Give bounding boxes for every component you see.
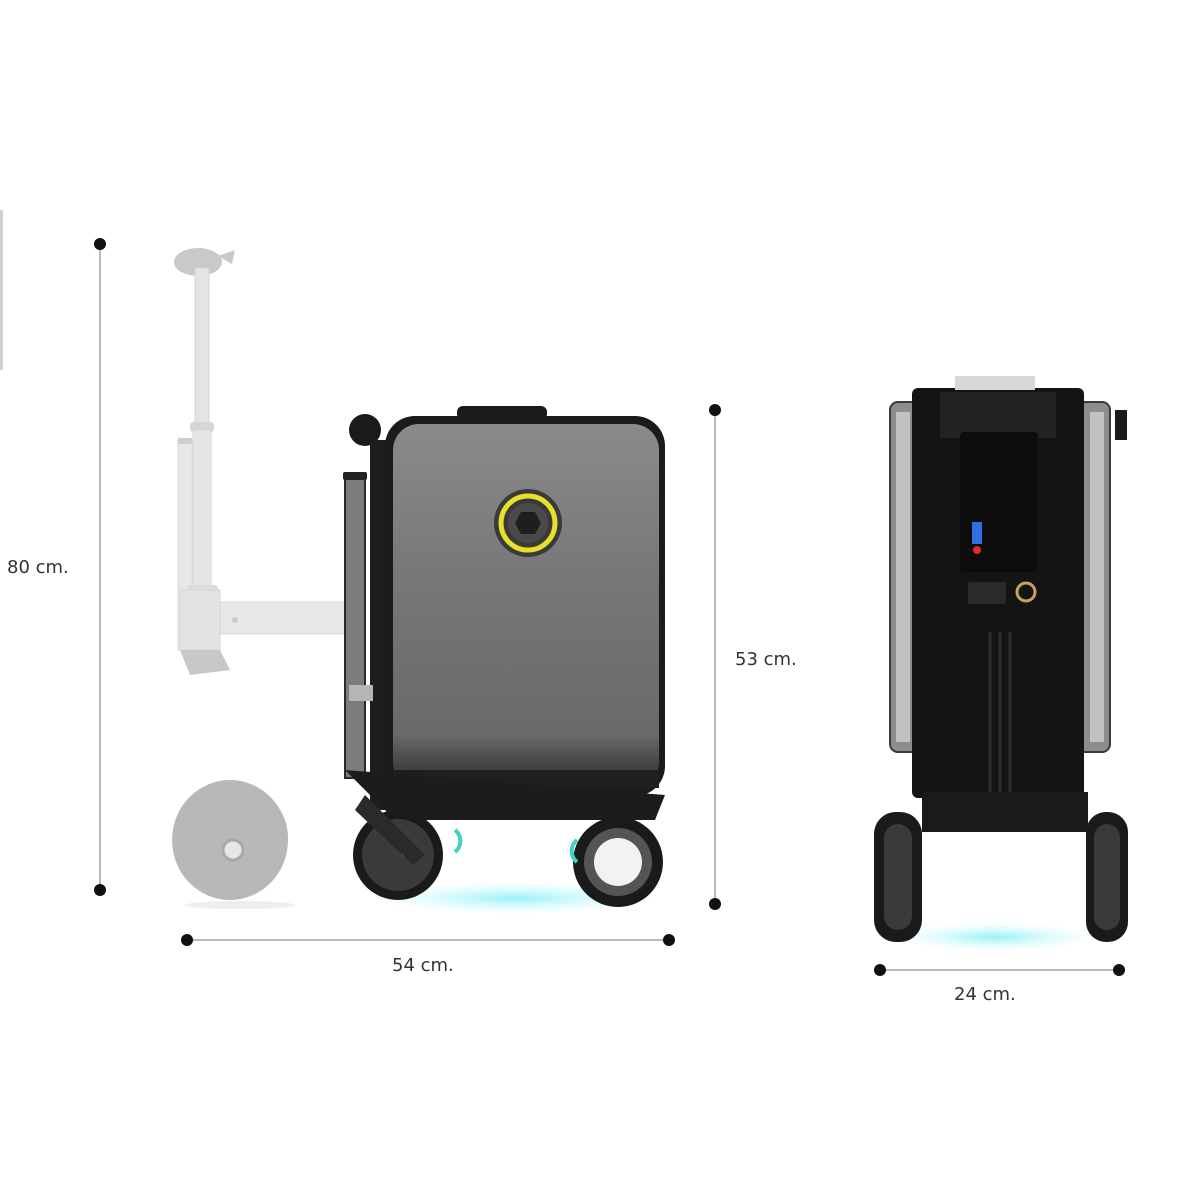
left-edge-divider <box>0 210 3 370</box>
dimension-label: 54 cm. <box>392 955 454 976</box>
suitcase-side-view-icon <box>343 406 665 914</box>
dimension-endpoint <box>709 898 721 910</box>
dimension-endpoint <box>663 934 675 946</box>
extended-handle-ghost-icon <box>172 248 346 909</box>
dimension-endpoint <box>874 964 886 976</box>
dimension-label: 80 cm. <box>7 557 69 578</box>
dimension-line <box>714 410 716 904</box>
dimension-endpoint <box>1113 964 1125 976</box>
dimension-line <box>99 244 101 890</box>
dimension-endpoint <box>709 404 721 416</box>
dimension-endpoint <box>181 934 193 946</box>
dimension-label: 24 cm. <box>954 984 1016 1005</box>
dimension-label: 53 cm. <box>735 649 797 670</box>
dimension-line <box>187 939 669 941</box>
dimension-line <box>880 969 1120 971</box>
suitcase-front-view-icon <box>874 376 1128 951</box>
dimension-endpoint <box>94 884 106 896</box>
dimension-endpoint <box>94 238 106 250</box>
